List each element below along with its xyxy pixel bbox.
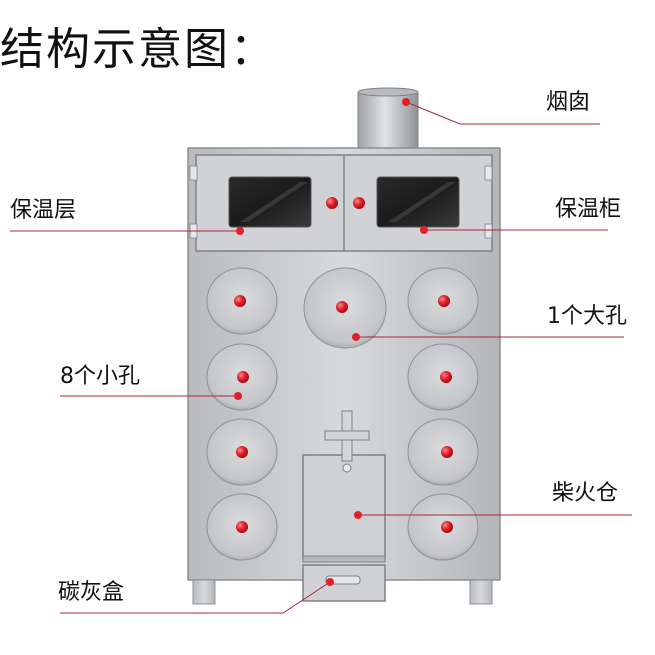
knob <box>353 197 365 209</box>
red-knobs <box>234 197 453 533</box>
label-insulation-layer: 保温层 <box>10 198 77 223</box>
knob <box>438 295 450 307</box>
label-ash-box: 碳灰盒 <box>58 580 125 605</box>
diagram-title: 结构示意图： <box>0 24 276 75</box>
leader-ash-box <box>60 581 331 614</box>
warming-cabinet <box>189 154 493 252</box>
label-one-big-hole: 1个大孔 <box>547 304 627 329</box>
knob <box>440 371 452 383</box>
knob <box>336 301 348 313</box>
knob <box>234 295 246 307</box>
knob <box>441 446 453 458</box>
leader-lines <box>10 98 632 614</box>
label-chimney: 烟囱 <box>546 90 591 115</box>
firewood-chamber-door <box>302 410 386 563</box>
label-warming-cabinet: 保温柜 <box>555 197 622 222</box>
knob <box>236 521 248 533</box>
knob <box>236 446 248 458</box>
leader-chimney <box>405 101 600 125</box>
knob <box>237 371 249 383</box>
label-firewood-chamber: 柴火仓 <box>552 481 619 506</box>
legs <box>192 579 493 605</box>
ash-box <box>302 564 386 602</box>
knob <box>326 197 338 209</box>
knob <box>441 521 453 533</box>
chimney <box>357 87 419 149</box>
label-eight-small-holes: 8个小孔 <box>60 364 140 389</box>
